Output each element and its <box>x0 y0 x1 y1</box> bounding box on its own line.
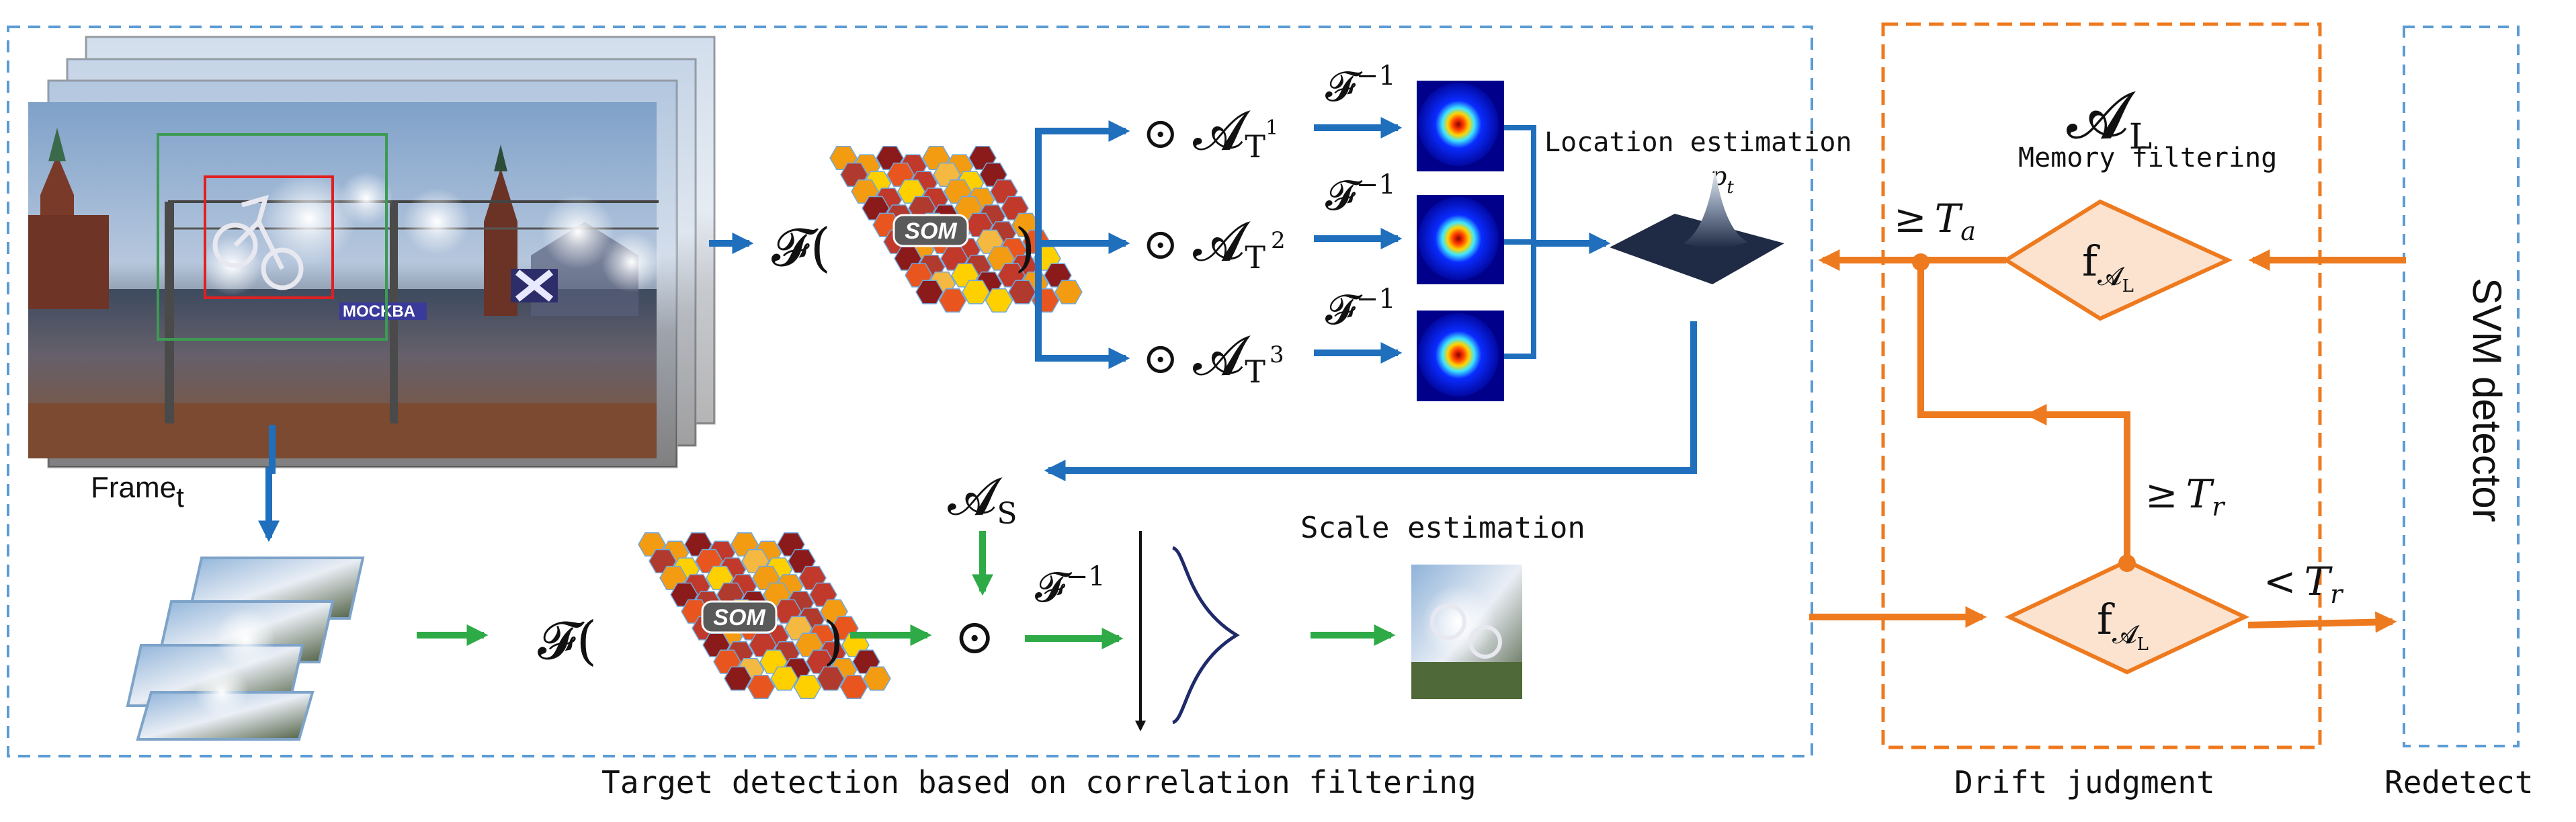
template-fork <box>1035 120 1130 370</box>
video-frame: MOCKBA <box>28 102 662 458</box>
memory-diamond-lower-label: f𝓐L <box>2097 595 2149 655</box>
template-1-inverse: 𝓕−1 <box>1325 60 1396 111</box>
memory-diamond-upper: f𝓐L <box>2002 199 2233 321</box>
location-fourier-open: 𝓕( <box>772 218 831 278</box>
drift-caption: Drift judgment <box>1954 764 2215 800</box>
memory-diamond-upper-label: f𝓐L <box>2082 237 2134 296</box>
response-map-3 <box>1417 311 1504 401</box>
template-1-op: ⊙ <box>1142 109 1179 159</box>
scale-patch-stack <box>126 557 365 741</box>
template-2-inverse: 𝓕−1 <box>1325 169 1396 220</box>
scale-response-curve <box>1135 531 1240 732</box>
memory-title: Memory filtering <box>2018 142 2277 173</box>
scale-title: Scale estimation <box>1300 511 1585 545</box>
template-1-symbol: 𝓐T1 <box>1193 99 1278 165</box>
threshold-upper: ≥Ta <box>1894 196 1976 246</box>
frame-stack: MOCKBA <box>28 36 716 468</box>
scale-result-patch <box>1411 565 1522 699</box>
response-map-1 <box>1417 81 1504 171</box>
arrow-peak-to-scale <box>1044 321 1697 482</box>
template-row-1: ⊙ 𝓐T1 𝓕−1 <box>1142 60 1504 171</box>
location-som-map: SOM <box>829 145 1083 313</box>
frame-label: Framet <box>91 471 184 513</box>
threshold-middle: ≥Tr <box>2145 471 2226 522</box>
template-2-op: ⊙ <box>1142 220 1179 270</box>
arrow-lower-to-upper-loop <box>1912 253 2136 572</box>
memory-symbol: 𝓐L <box>2067 78 2152 157</box>
scale-fourier-close: ) <box>823 611 843 671</box>
tracking-region <box>7 26 1813 757</box>
response-map-2 <box>1417 195 1504 284</box>
location-som-label: SOM <box>905 218 957 244</box>
scale-som-map: SOM <box>637 532 892 700</box>
arrow-lower-diamond-to-redetect <box>2247 611 2397 633</box>
response-merge <box>1504 125 1611 359</box>
scene-banner-text: MOCKBA <box>343 302 415 321</box>
redetect-region <box>2403 26 2520 747</box>
scale-som-label: SOM <box>713 605 765 630</box>
scale-fourier-open: 𝓕( <box>538 611 597 671</box>
scale-inverse: 𝓕−1 <box>1035 561 1106 612</box>
threshold-lower: <Tr <box>2263 559 2344 609</box>
scale-product-op: ⊙ <box>954 608 995 665</box>
redetect-caption: Redetect <box>2384 764 2534 800</box>
arrow-frame-to-patches <box>257 425 280 542</box>
location-title: Location estimation <box>1544 127 1852 158</box>
scale-filter-symbol: 𝓐S <box>948 466 1017 531</box>
motocross-rider <box>212 194 304 290</box>
peak-surface <box>1610 168 1784 284</box>
drift-region <box>1881 22 2322 749</box>
template-3-op: ⊙ <box>1142 334 1179 384</box>
tracking-caption: Target detection based on correlation fi… <box>601 764 1477 800</box>
memory-diamond-lower: f𝓐L <box>2004 559 2250 675</box>
template-3-inverse: 𝓕−1 <box>1325 284 1396 334</box>
svm-detector-label: SVM detector <box>2464 278 2509 522</box>
location-fourier-close: ) <box>1015 218 1035 278</box>
